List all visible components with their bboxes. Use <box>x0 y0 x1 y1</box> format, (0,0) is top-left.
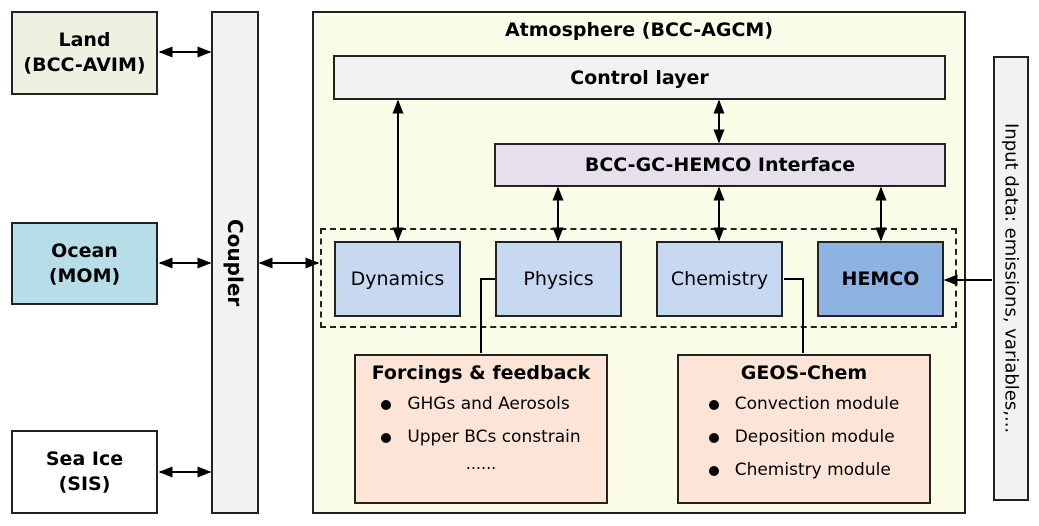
bullet-icon <box>381 432 392 443</box>
atmosphere-title: Atmosphere (BCC-AGCM) <box>504 19 774 41</box>
forcings-ellipsis: ...... <box>465 454 497 473</box>
ocean-title: Ocean <box>51 239 118 262</box>
land-title: Land <box>58 29 111 51</box>
ocean-model: (MOM) <box>48 264 121 287</box>
sea-ice-model: (SIS) <box>58 473 111 495</box>
module-label: HEMCO <box>841 268 920 290</box>
sea-ice-title: Sea Ice <box>45 448 124 470</box>
list-item: Chemistry module <box>708 454 900 487</box>
coupler: Coupler <box>211 11 259 514</box>
input-data-box: Input data: emissions, variables,... <box>993 56 1029 501</box>
module-label: Physics <box>523 268 594 290</box>
bullet-icon <box>381 399 392 410</box>
list-item: Deposition module <box>708 421 900 454</box>
bullet-icon <box>708 399 719 410</box>
bullet-icon <box>708 465 719 476</box>
sea-ice-component: Sea Ice (SIS) <box>11 430 158 514</box>
list-item-text: GHGs and Aerosols <box>407 394 570 414</box>
coupler-label: Coupler <box>223 218 247 307</box>
geos-chem-title: GEOS-Chem <box>740 362 868 384</box>
module-label: Chemistry <box>670 268 769 290</box>
forcings-panel: Forcings & feedback GHGs and Aerosols Up… <box>354 354 608 504</box>
control-layer: Control layer <box>333 55 946 100</box>
module-chemistry: Chemistry <box>656 241 783 317</box>
ocean-component: Ocean (MOM) <box>11 222 158 305</box>
list-item-text: Upper BCs constrain <box>407 427 581 447</box>
module-dynamics: Dynamics <box>334 241 461 317</box>
interface-box: BCC-GC-HEMCO Interface <box>494 143 946 187</box>
geos-chem-panel: GEOS-Chem Convection module Deposition m… <box>677 354 931 504</box>
control-layer-label: Control layer <box>570 66 709 89</box>
list-item: Convection module <box>708 388 900 421</box>
list-item-text: Deposition module <box>734 427 895 447</box>
forcings-title: Forcings & feedback <box>371 362 591 384</box>
forcings-list: GHGs and Aerosols Upper BCs constrain <box>381 388 581 454</box>
list-item: Upper BCs constrain <box>381 421 581 454</box>
list-item-text: Convection module <box>734 394 900 414</box>
module-hemco: HEMCO <box>817 241 944 317</box>
bullet-icon <box>708 432 719 443</box>
input-data-label: Input data: emissions, variables,... <box>1000 123 1022 434</box>
module-physics: Physics <box>495 241 622 317</box>
list-item: GHGs and Aerosols <box>381 388 580 421</box>
land-component: Land (BCC-AVIM) <box>11 11 158 95</box>
geos-chem-list: Convection module Deposition module Chem… <box>708 388 900 487</box>
module-label: Dynamics <box>350 268 445 290</box>
list-item-text: Chemistry module <box>734 460 891 480</box>
land-model: (BCC-AVIM) <box>23 54 146 76</box>
interface-label: BCC-GC-HEMCO Interface <box>584 154 856 176</box>
